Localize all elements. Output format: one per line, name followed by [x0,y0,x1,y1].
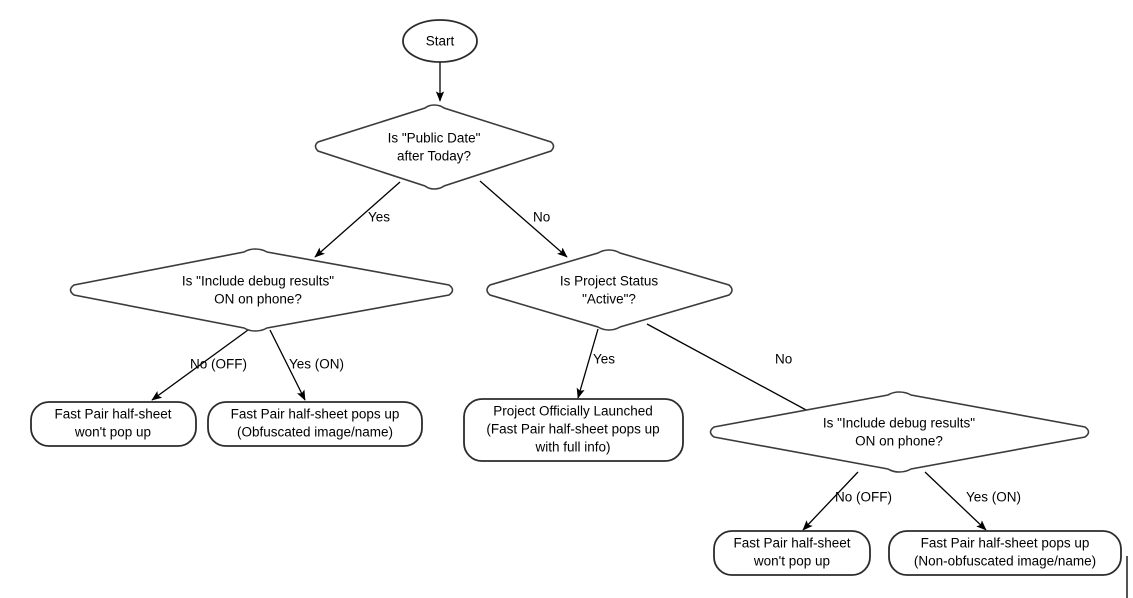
debug-right-label-line1: Is "Include debug results" [823,416,975,431]
node-debug-right-decision[interactable]: Is "Include debug results" ON on phone? [709,391,1090,473]
launched-line2: (Fast Pair half-sheet pops up [486,422,659,437]
non-obfuscated-line2: (Non-obfuscated image/name) [914,554,1096,569]
project-status-label-line2: "Active"? [582,292,636,307]
edge-debug-left-no-off: No (OFF) [151,329,249,401]
node-non-obfuscated[interactable]: Fast Pair half-sheet pops up (Non-obfusc… [888,530,1122,576]
edge-artifact-mark [1126,556,1128,598]
obfuscated-line2: (Obfuscated image/name) [237,425,393,440]
debug-right-diamond [709,391,1090,473]
edge-line [151,329,249,401]
edge-project-status-no: No [646,323,833,425]
edge-public-date-no: No [479,180,568,258]
no-popup-right-line2: won't pop up [753,554,830,569]
edge-label-yes-on: Yes (ON) [289,357,344,372]
node-start[interactable]: Start [402,19,478,63]
no-popup-left-box [30,401,197,447]
debug-left-label-line2: ON on phone? [214,292,302,307]
obfuscated-box [207,401,423,447]
edge-label-yes: Yes [593,352,615,367]
node-obfuscated[interactable]: Fast Pair half-sheet pops up (Obfuscated… [207,401,423,447]
debug-left-diamond [69,248,454,332]
edge-line [576,328,599,399]
public-date-label-line2: after Today? [397,149,471,164]
no-popup-right-box [713,530,871,576]
edge-project-status-yes: Yes [576,328,615,399]
start-label: Start [426,34,455,49]
launched-line1: Project Officially Launched [493,404,653,419]
node-debug-left-decision[interactable]: Is "Include debug results" ON on phone? [69,248,454,332]
debug-left-label-line1: Is "Include debug results" [182,274,334,289]
edge-label-no-off: No (OFF) [190,357,247,372]
edge-line [646,323,833,425]
non-obfuscated-line1: Fast Pair half-sheet pops up [921,536,1090,551]
no-popup-left-line2: won't pop up [74,425,151,440]
edge-debug-left-yes-on: Yes (ON) [269,329,344,401]
node-no-popup-right[interactable]: Fast Pair half-sheet won't pop up [713,530,871,576]
edge-label-no: No [533,210,550,225]
launched-line3: with full info) [534,440,610,455]
edge-line [924,471,987,531]
edge-line [314,181,401,258]
no-popup-left-line1: Fast Pair half-sheet [54,407,171,422]
edge-label-no: No [775,352,792,367]
node-no-popup-left[interactable]: Fast Pair half-sheet won't pop up [30,401,197,447]
public-date-diamond [314,104,555,190]
edge-line [802,471,859,531]
no-popup-right-line1: Fast Pair half-sheet [733,536,850,551]
node-public-date-decision[interactable]: Is "Public Date" after Today? [314,104,555,190]
launched-box [463,398,684,462]
edge-line [479,180,568,258]
edge-label-yes: Yes [368,210,390,225]
edge-label-no-off: No (OFF) [835,490,892,505]
public-date-label-line1: Is "Public Date" [388,131,481,146]
project-status-diamond [486,249,733,331]
edge-public-date-yes: Yes [314,181,401,258]
project-status-label-line1: Is Project Status [560,274,659,289]
edge-debug-right-yes-on: Yes (ON) [924,471,1021,531]
edge-line [269,329,306,401]
edge-debug-right-no-off: No (OFF) [802,471,892,531]
start-ellipse [402,19,478,63]
obfuscated-line1: Fast Pair half-sheet pops up [231,407,400,422]
debug-right-label-line2: ON on phone? [855,434,943,449]
node-project-status-decision[interactable]: Is Project Status "Active"? [486,249,733,331]
edge-label-yes-on: Yes (ON) [966,490,1021,505]
non-obfuscated-box [888,530,1122,576]
node-launched[interactable]: Project Officially Launched (Fast Pair h… [463,398,684,462]
